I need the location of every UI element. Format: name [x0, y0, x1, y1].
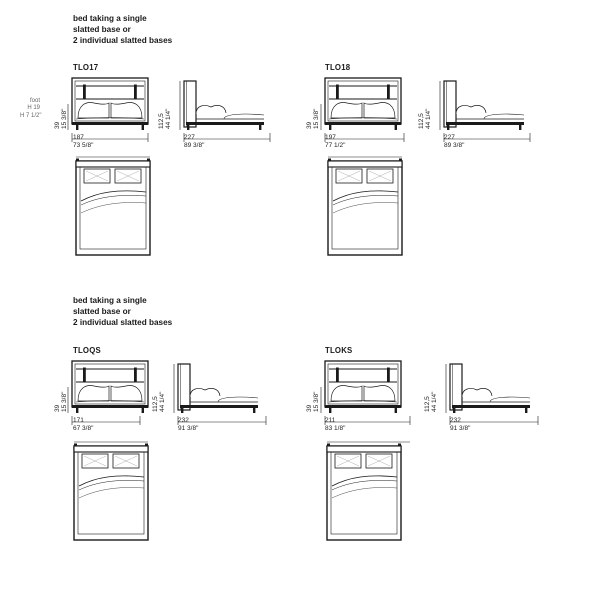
width-in-tlo17: 73 5/8" [73, 142, 94, 149]
height-cm-tlo17: 39 [54, 121, 61, 129]
model-code-tlo17: TLO17 [73, 63, 99, 72]
model-code-tloqs: TLOQS [73, 346, 101, 355]
length-cm-tlo17: 227 [184, 134, 195, 141]
length-in-tloks: 91 3/8" [450, 425, 471, 432]
section-header-top: bed taking a single slatted base or 2 in… [73, 14, 173, 45]
total-height-cm-tlo18: 112,5 [418, 113, 425, 129]
height-in-tlo18: 15 3/8" [313, 108, 320, 129]
width-cm-tloks: 211 [325, 417, 336, 424]
height-cm-tloks: 39 [306, 404, 313, 412]
total-height-cm-tloqs: 112,5 [152, 396, 159, 412]
foot-height-note: foot H 19 H 7 1/2" [20, 98, 42, 119]
length-cm-tlo18: 227 [444, 134, 455, 141]
total-height-in-tloqs: 44 1/4" [159, 391, 166, 412]
width-in-tloqs: 67 3/8" [73, 425, 94, 432]
height-cm-tloqs: 39 [54, 404, 61, 412]
total-height-in-tloks: 44 1/4" [431, 391, 438, 412]
height-in-tloqs: 15 3/8" [61, 391, 68, 412]
length-cm-tloks: 232 [450, 417, 461, 424]
total-height-in-tlo18: 44 1/4" [425, 108, 432, 129]
width-in-tlo18: 77 1/2" [325, 142, 346, 149]
section-header-bottom: bed taking a single slatted base or 2 in… [73, 296, 173, 327]
width-cm-tloqs: 171 [73, 417, 84, 424]
length-cm-tloqs: 232 [178, 417, 189, 424]
model-code-tloks: TLOKS [325, 346, 353, 355]
width-cm-tlo17: 187 [73, 134, 84, 141]
total-height-in-tlo17: 44 1/4" [165, 108, 172, 129]
model-code-tlo18: TLO18 [325, 63, 351, 72]
height-in-tlo17: 15 3/8" [61, 108, 68, 129]
height-in-tloks: 15 3/8" [313, 391, 320, 412]
length-in-tlo18: 89 3/8" [444, 142, 465, 149]
length-in-tloqs: 91 3/8" [178, 425, 199, 432]
width-cm-tlo18: 197 [325, 134, 336, 141]
length-in-tlo17: 89 3/8" [184, 142, 205, 149]
width-in-tloks: 83 1/8" [325, 425, 346, 432]
total-height-cm-tloks: 112,5 [424, 396, 431, 412]
height-cm-tlo18: 39 [306, 121, 313, 129]
total-height-cm-tlo17: 112,5 [158, 113, 165, 129]
